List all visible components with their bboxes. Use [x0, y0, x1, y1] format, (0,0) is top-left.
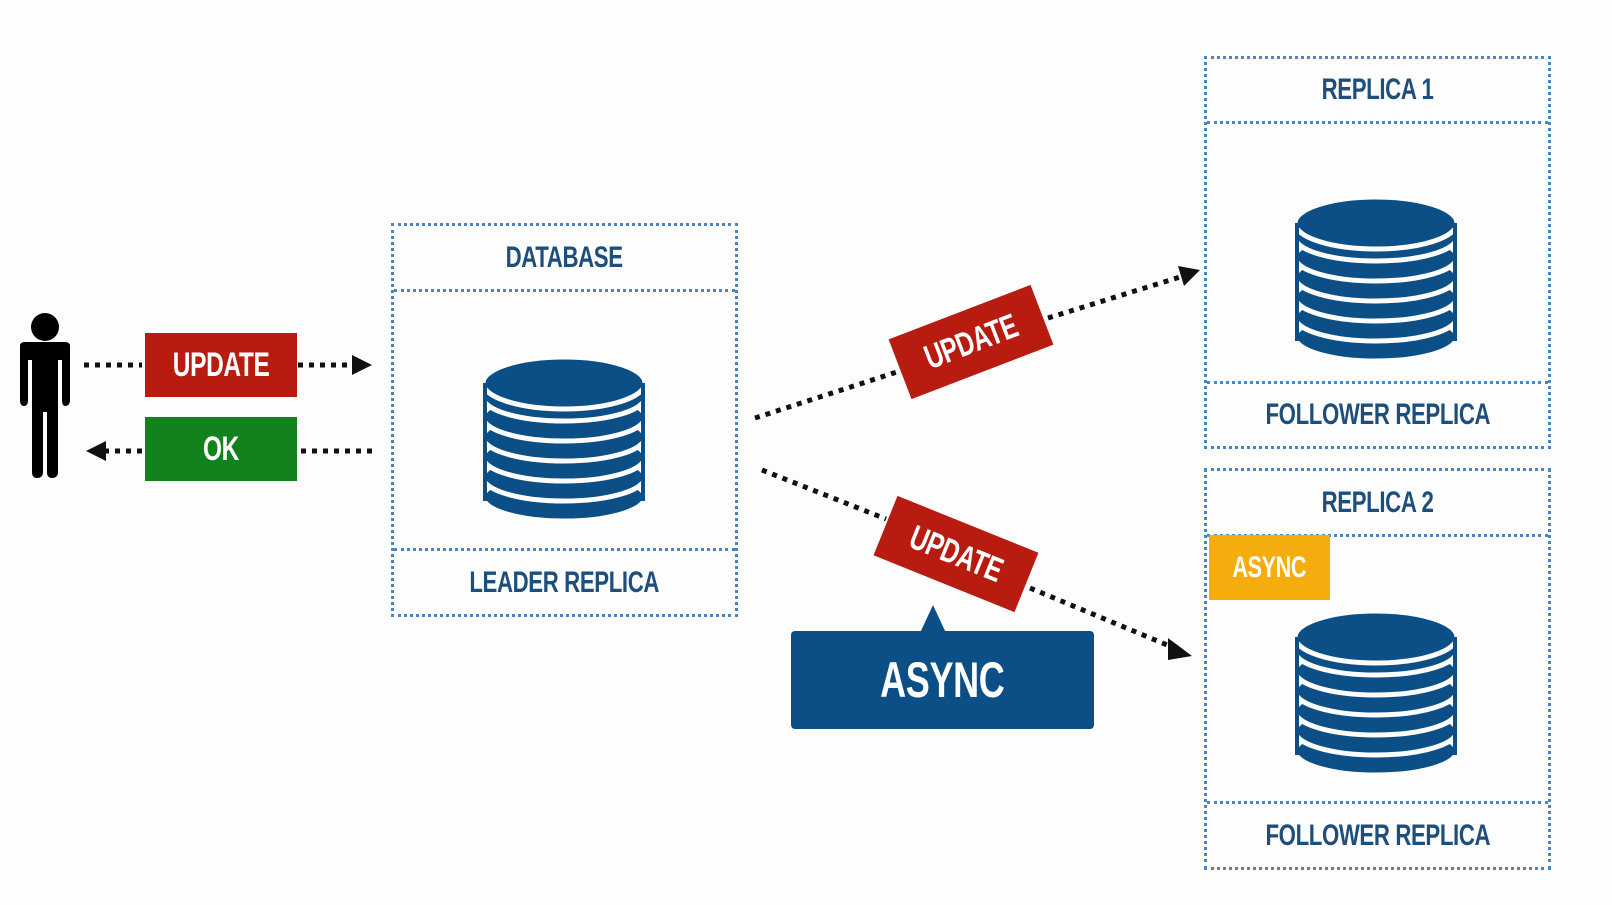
async-callout-pointer [920, 605, 946, 633]
async-callout-label: ASYNC [880, 652, 1005, 708]
ok-response-tag: OK [145, 417, 297, 481]
replica1-header-label: REPLICA 1 [1321, 73, 1434, 106]
replica2-database-icon [1293, 609, 1459, 777]
replica2-footer: FOLLOWER REPLICA [1207, 801, 1548, 867]
replica1-line-b [1047, 274, 1181, 321]
replica2-arrowhead [1168, 638, 1192, 660]
async-callout: ASYNC [791, 631, 1094, 729]
leader-footer-label: LEADER REPLICA [469, 565, 660, 599]
update-request-label: UPDATE [172, 345, 270, 384]
replica2-header: REPLICA 2 [1207, 471, 1548, 537]
response-arrowhead [86, 441, 106, 461]
replica2-panel: REPLICA 2 FOLLOWER REPLICA [1204, 468, 1551, 870]
replica2-async-badge: ASYNC [1209, 535, 1330, 600]
replica2-header-label: REPLICA 2 [1321, 485, 1434, 519]
replica1-panel: REPLICA 1 FOLLOWER REPLICA [1204, 56, 1551, 449]
replica1-arrowhead [1178, 266, 1200, 286]
leader-footer: LEADER REPLICA [394, 548, 735, 614]
replica2-line-b [1029, 585, 1173, 650]
replica1-footer: FOLLOWER REPLICA [1207, 381, 1548, 446]
leader-header-label: DATABASE [505, 240, 624, 274]
ok-response-label: OK [203, 429, 239, 468]
leader-panel: DATABASE LEADER REPLICA [391, 223, 738, 617]
update-request-tag: UPDATE [145, 333, 297, 397]
replica1-line-a [754, 368, 901, 421]
replica1-header: REPLICA 1 [1207, 59, 1548, 124]
replica2-line-a [761, 467, 887, 522]
replica2-footer-label: FOLLOWER REPLICA [1265, 818, 1490, 852]
replica1-footer-label: FOLLOWER REPLICA [1265, 398, 1490, 431]
leader-header: DATABASE [394, 226, 735, 292]
person-icon [20, 313, 70, 478]
replica2-async-badge-label: ASYNC [1232, 550, 1307, 584]
request-arrowhead [352, 355, 372, 375]
leader-database-icon [481, 355, 647, 523]
replica1-database-icon [1293, 195, 1459, 363]
